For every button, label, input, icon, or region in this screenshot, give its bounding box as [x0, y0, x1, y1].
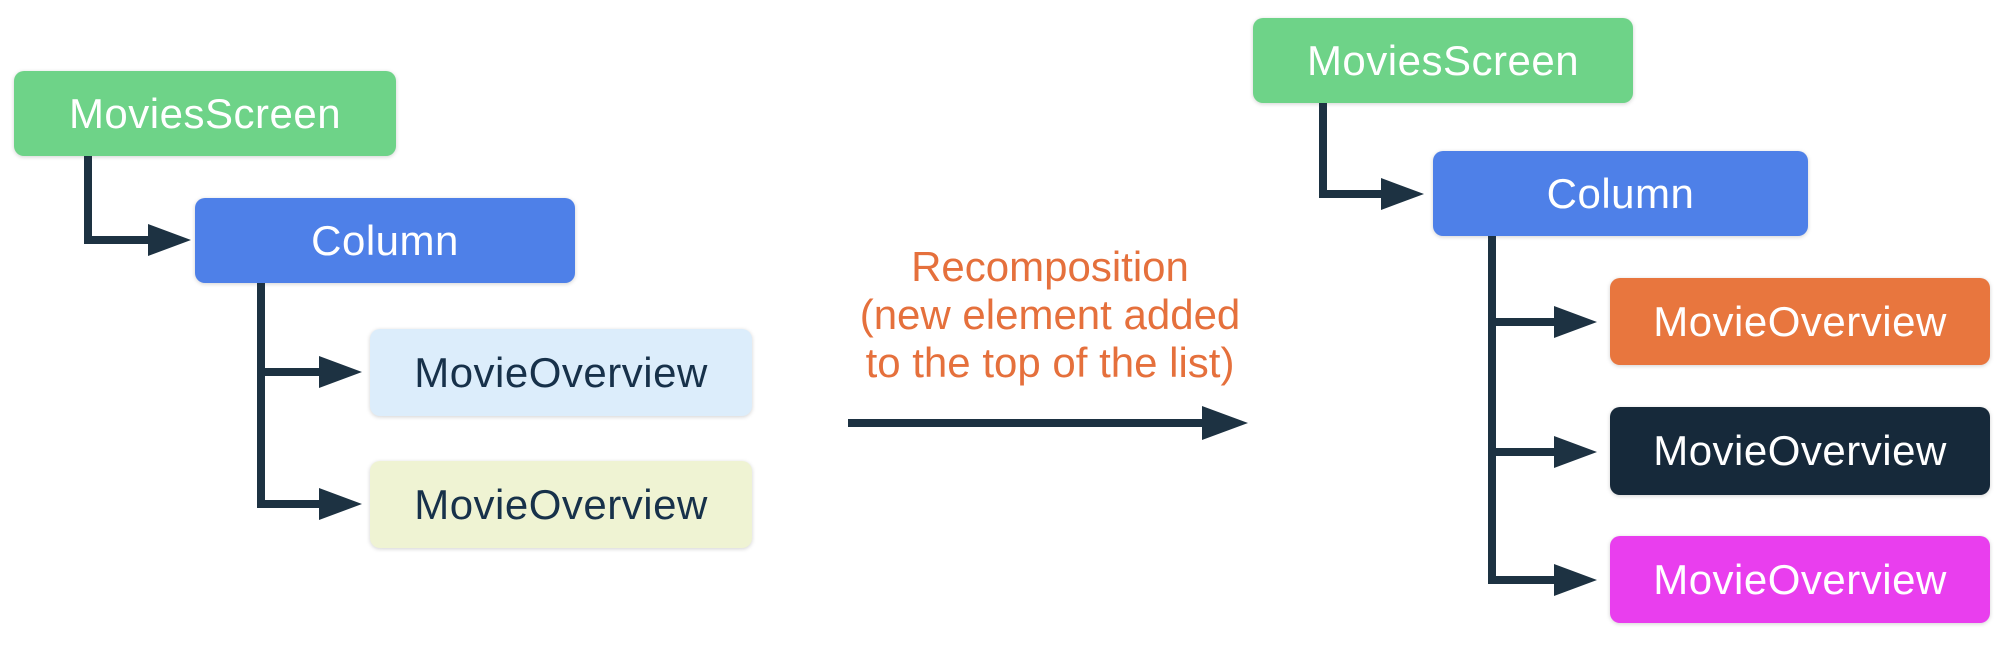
left-tree-column-node: Column — [195, 198, 575, 283]
right-tree-movieoverview-0-label: MovieOverview — [1653, 297, 1947, 345]
right-tree-movieoverview-2-node: MovieOverview — [1610, 536, 1990, 623]
left-root-connector-hline — [84, 236, 148, 244]
left-tree-root-node: MoviesScreen — [14, 71, 396, 156]
left-tree-movieoverview-1-label: MovieOverview — [414, 480, 708, 528]
right-branch-0-hline — [1488, 318, 1554, 326]
left-branch-0-arrowhead-icon — [319, 356, 362, 388]
right-root-connector-vline — [1319, 103, 1327, 198]
right-tree-root-node: MoviesScreen — [1253, 18, 1633, 103]
right-branch-1-hline — [1488, 448, 1554, 456]
right-tree-movieoverview-1-label: MovieOverview — [1653, 427, 1947, 474]
recomposition-caption: Recomposition (new element added to the … — [780, 243, 1320, 387]
right-root-connector-hline — [1319, 190, 1381, 198]
right-tree-movieoverview-0-node: MovieOverview — [1610, 278, 1990, 365]
caption-line-2: (new element added — [859, 291, 1241, 338]
right-tree-movieoverview-1-node: MovieOverview — [1610, 407, 1990, 495]
left-root-connector-vline — [84, 156, 92, 244]
right-column-trunk-vline — [1488, 236, 1496, 584]
left-column-trunk-vline — [257, 283, 265, 508]
left-branch-1-arrowhead-icon — [319, 488, 362, 520]
left-tree-movieoverview-0-label: MovieOverview — [414, 348, 708, 396]
right-branch-2-hline — [1488, 576, 1554, 584]
right-branch-1-arrowhead-icon — [1554, 436, 1597, 468]
right-branch-0-arrowhead-icon — [1554, 306, 1597, 338]
recomposition-arrowhead-icon — [1202, 406, 1248, 440]
right-branch-2-arrowhead-icon — [1554, 564, 1597, 596]
caption-line-3: to the top of the list) — [865, 339, 1235, 386]
left-tree-movieoverview-0-node: MovieOverview — [370, 329, 752, 416]
left-tree-root-label: MoviesScreen — [68, 89, 342, 137]
right-tree-column-node: Column — [1433, 151, 1808, 236]
right-tree-column-label: Column — [1546, 169, 1695, 217]
left-tree-column-label: Column — [311, 216, 459, 264]
recomposition-arrow-shaft — [848, 419, 1202, 427]
caption-line-1: Recomposition — [911, 243, 1189, 290]
left-tree-movieoverview-1-node: MovieOverview — [370, 461, 752, 548]
right-tree-root-label: MoviesScreen — [1306, 36, 1580, 84]
left-branch-0-hline — [257, 368, 319, 376]
right-tree-movieoverview-2-label: MovieOverview — [1653, 555, 1947, 603]
left-branch-1-hline — [257, 500, 319, 508]
right-root-arrowhead-icon — [1381, 178, 1424, 210]
left-root-arrowhead-icon — [148, 224, 191, 256]
